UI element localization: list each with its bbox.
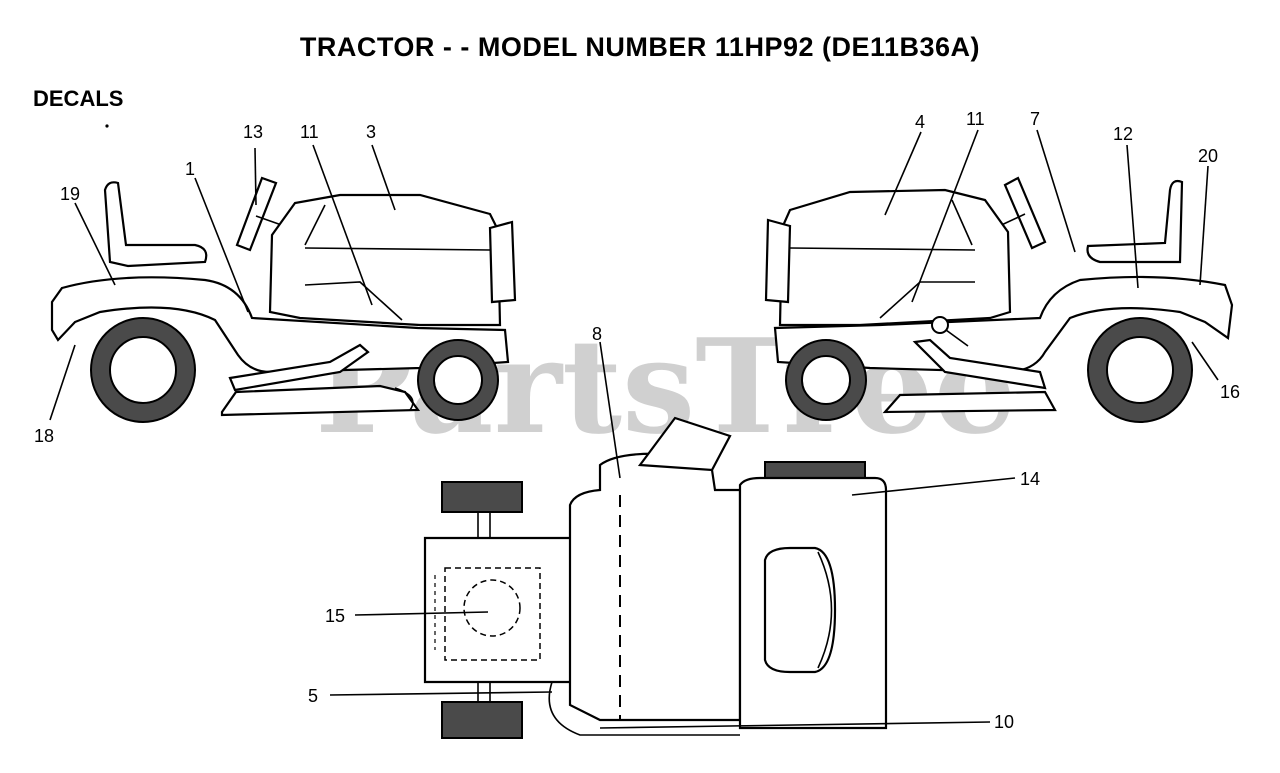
leader-12 [1126,144,1139,289]
footrest-right [912,338,1047,390]
front-tire-top-b [441,701,523,739]
callout-20: 20 [1198,146,1218,166]
mower-deck-right [882,390,1057,414]
leader-4 [884,131,922,216]
grille-left [488,220,517,304]
tractor-right-side-view [764,176,1234,423]
decal-15-outline [444,567,541,661]
leader-3 [371,144,396,211]
front-hub-left [433,355,483,405]
leader-1 [194,177,249,313]
leader-14 [851,477,1016,496]
callout-10: 10 [994,712,1014,732]
leader-13 [254,147,257,206]
callout-18: 18 [34,426,54,446]
callout-15: 15 [325,606,345,626]
hood-line-left [304,204,326,246]
callout-5: 5 [308,686,318,706]
callout-14: 14 [1020,469,1040,489]
callout-11-right: 11 [966,109,985,129]
lever-right [945,329,969,347]
callout-3: 3 [366,122,376,142]
callout-19: 19 [60,184,80,204]
tractor-top-view [423,416,888,739]
leader-19 [74,202,116,286]
callout-4: 4 [915,112,925,132]
hood-right [778,188,1012,327]
hood-line-right-2 [789,247,976,251]
seat-left [103,181,208,268]
leader-11-right [911,129,979,303]
leader-lines [49,129,1219,729]
leader-16 [1191,341,1219,381]
hood-decal-area-left [304,281,403,321]
grille-right [764,218,792,304]
leader-11-left [312,144,373,306]
deck-outline-top [548,681,740,736]
leader-20 [1199,165,1209,286]
callout-numbers: 19 1 13 11 3 18 4 11 7 12 20 16 8 14 15 … [34,109,1240,732]
leader-18 [49,344,76,421]
seat-back-top [817,551,833,669]
rear-hub-right [1106,336,1174,404]
callout-8: 8 [592,324,602,344]
hood-line-right [951,199,973,246]
leader-15 [354,611,489,616]
rear-fender-right [773,275,1234,374]
rear-fender-left [50,276,510,374]
decal-15-circle [463,579,521,637]
steering-wheel-top [637,416,732,472]
diagram-title: TRACTOR - - MODEL NUMBER 11HP92 (DE11B36… [299,32,981,62]
mower-deck-left [220,384,421,417]
leader-7 [1036,129,1076,253]
front-tire-top-a [441,481,523,513]
seat-top [763,546,837,674]
hood-line-left-2 [304,247,491,251]
leader-10 [599,721,991,729]
body-top [568,452,742,722]
tractor-left-side-view [50,176,517,423]
callout-1: 1 [185,159,195,179]
lever-knob-right [931,316,949,334]
dot-mark [105,124,109,128]
steering-wheel-left [235,176,278,252]
section-label: DECALS [33,86,124,111]
callout-7: 7 [1030,109,1040,129]
callout-13: 13 [243,122,263,142]
callout-16: 16 [1220,382,1240,402]
deck-chute-left [394,387,414,411]
footrest-left [228,343,370,392]
callout-11-left: 11 [300,122,319,142]
front-hub-right [801,355,851,405]
leader-5 [329,691,553,696]
hood-left [268,193,502,327]
rear-hub-left [109,336,177,404]
steering-wheel-right [1003,176,1047,250]
callout-12: 12 [1113,124,1133,144]
leader-8 [599,341,621,479]
